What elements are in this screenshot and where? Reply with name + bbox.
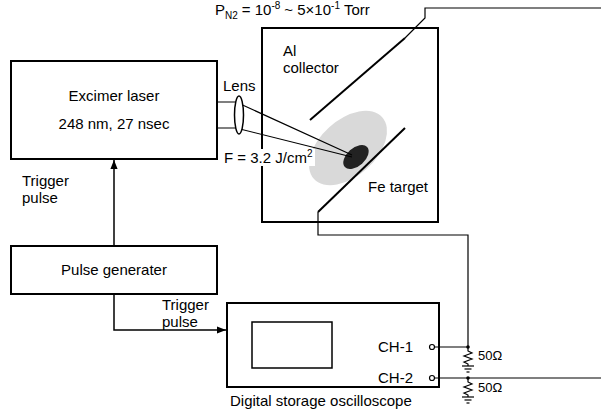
label-group: Al collector: [283, 42, 353, 77]
channel-name: CH-2: [378, 369, 413, 387]
label-group: 50Ω: [478, 349, 502, 364]
scope-screen: [252, 322, 332, 368]
resistor-symbol: [464, 378, 472, 397]
fluence-label: F = 3.2 J/cm: [224, 149, 307, 166]
ground-symbol: [462, 397, 474, 403]
box-subtitle: 248 nm, 27 nsec: [59, 115, 170, 133]
resistor-value: 50Ω: [478, 348, 502, 363]
part-name: Al collector: [283, 42, 339, 76]
channel-name: CH-1: [378, 338, 413, 356]
trigger-arrow: [114, 295, 226, 330]
pressure-label: = 10: [242, 1, 272, 18]
resistor-value: 50Ω: [478, 380, 502, 395]
plume-core: [339, 140, 373, 173]
terminal: [430, 376, 435, 381]
part-name: Lens: [223, 77, 256, 94]
collector-plate: [310, 38, 405, 120]
lens: [235, 96, 244, 134]
pressure-label: -8: [271, 0, 280, 11]
pressure-label: ~ 5×10: [284, 1, 331, 18]
label-group: F = 3.2 J/cm2: [222, 149, 315, 166]
box-title: Pulse generater: [61, 261, 167, 279]
label-group: PN2 = 10-8 ~ 5×10-1 Torr: [215, 1, 370, 18]
pressure-label: N2: [225, 10, 238, 21]
collector-wire: [405, 8, 601, 38]
edge-label: Trigger pulse: [162, 296, 220, 331]
ground-symbol: [462, 366, 474, 372]
target-wire: [318, 212, 468, 347]
pressure-label: -1: [331, 0, 340, 11]
oscilloscope-box: Digital storage oscilloscopeCH-1CH-2: [226, 302, 440, 388]
edge-label: Trigger pulse: [22, 172, 84, 207]
generator-box: Pulse generater: [10, 245, 218, 295]
label-group: Lens: [223, 77, 256, 94]
box-caption: Digital storage oscilloscope: [230, 392, 412, 409]
pressure-label: Torr: [344, 1, 370, 18]
label-group: 50Ω: [478, 381, 502, 396]
trigger-arrow: [113, 160, 115, 245]
pressure-label: P: [215, 1, 225, 18]
terminal: [430, 345, 435, 350]
target-plate: [318, 128, 405, 212]
part-name: Fe target: [368, 178, 428, 195]
box-title: Excimer laser: [69, 87, 160, 105]
label-group: Fe target: [368, 178, 428, 195]
fluence-label: 2: [307, 148, 313, 159]
collector-return-wire: [433, 377, 601, 378]
vacuum-chamber: [262, 28, 438, 222]
laser-box: Excimer laser 248 nm, 27 nsec: [10, 60, 218, 160]
resistor-symbol: [464, 347, 472, 366]
